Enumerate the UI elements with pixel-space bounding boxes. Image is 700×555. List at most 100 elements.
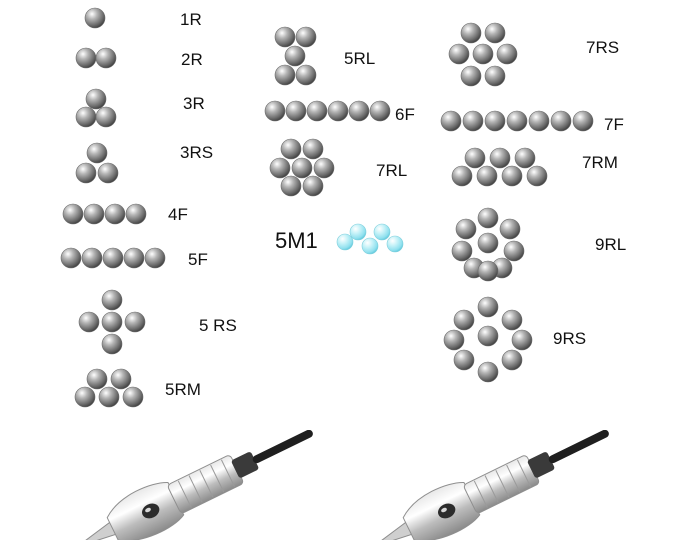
- needle-ball-5rm: [122, 386, 144, 408]
- needle-ball-5rl: [274, 26, 296, 48]
- needle-ball-7f: [572, 110, 594, 132]
- needle-ball-9rl: [477, 207, 499, 229]
- needle-ball-7rl: [280, 138, 302, 160]
- needle-ball-5rs: [101, 289, 123, 311]
- needle-cartridge-left: [76, 430, 313, 540]
- needle-ball-9rs: [501, 349, 523, 371]
- needle-ball-3rs: [75, 162, 97, 184]
- needle-ball-7f: [462, 110, 484, 132]
- label-9rl: 9RL: [595, 235, 627, 254]
- needle-ball-7rs: [460, 65, 482, 87]
- needle-ball-9rs: [501, 309, 523, 331]
- needle-ball-5rl: [274, 64, 296, 86]
- needle-cartridge-right: [372, 430, 609, 540]
- label-9rs: 9RS: [553, 329, 587, 348]
- needle-ball-6f: [369, 100, 391, 122]
- needle-ball-4f: [83, 203, 105, 225]
- needle-ball-9rs: [453, 349, 475, 371]
- needle-ball-7rs: [484, 22, 506, 44]
- needle-ball-5f: [102, 247, 124, 269]
- needle-ball-7rm: [526, 165, 548, 187]
- label-7rl: 7RL: [376, 161, 408, 180]
- needle-ball-6f: [348, 100, 370, 122]
- needle-ball-7rl: [269, 157, 291, 179]
- needle-ball-7rs: [496, 43, 518, 65]
- needle-ball-7rl: [291, 157, 313, 179]
- needle-ball-5rm: [98, 386, 120, 408]
- needle-ball-5f: [81, 247, 103, 269]
- needle-ball-6f: [285, 100, 307, 122]
- needle-ball-7rm: [489, 147, 511, 169]
- needle-ball-9rl: [477, 232, 499, 254]
- label-3rs: 3RS: [180, 143, 214, 162]
- label-3r: 3R: [183, 94, 205, 113]
- needle-ball-7rs: [472, 43, 494, 65]
- needle-ball-5rs: [78, 311, 100, 333]
- needle-ball-7rm: [464, 147, 486, 169]
- needle-ball-5f: [144, 247, 166, 269]
- needle-ball-9rs: [477, 296, 499, 318]
- label-5rl: 5RL: [344, 49, 376, 68]
- needle-ball-3r: [75, 106, 97, 128]
- needle-ball-5rm: [86, 368, 108, 390]
- needle-ball-5m1: [361, 237, 379, 255]
- needle-ball-2r: [95, 47, 117, 69]
- needle-ball-7rs: [448, 43, 470, 65]
- needle-ball-7rm: [514, 147, 536, 169]
- needle-ball-7rl: [302, 138, 324, 160]
- label-7f: 7F: [604, 115, 624, 134]
- label-2r: 2R: [181, 50, 203, 69]
- needle-ball-4f: [104, 203, 126, 225]
- needle-ball-7f: [506, 110, 528, 132]
- needle-ball-7rl: [302, 175, 324, 197]
- needle-ball-7f: [484, 110, 506, 132]
- label-1r: 1R: [180, 10, 202, 29]
- needle-ball-5f: [60, 247, 82, 269]
- needle-ball-2r: [75, 47, 97, 69]
- needle-ball-7rl: [313, 157, 335, 179]
- needle-ball-6f: [264, 100, 286, 122]
- needle-ball-9rs: [443, 329, 465, 351]
- needle-ball-5m1: [349, 223, 367, 241]
- needle-ball-7rm: [451, 165, 473, 187]
- label-7rm: 7RM: [582, 153, 618, 172]
- needle-ball-9rl: [503, 240, 525, 262]
- needle-ball-6f: [327, 100, 349, 122]
- needle-ball-3r: [85, 88, 107, 110]
- needle-ball-7rl: [280, 175, 302, 197]
- needle-ball-9rl: [477, 260, 499, 282]
- needle-ball-7rs: [484, 65, 506, 87]
- needle-ball-5m1: [336, 233, 354, 251]
- label-4f: 4F: [168, 205, 188, 224]
- needle-ball-7rm: [476, 165, 498, 187]
- needle-ball-5rm: [110, 368, 132, 390]
- needle-ball-3r: [95, 106, 117, 128]
- needle-ball-9rl: [499, 218, 521, 240]
- needle-ball-5f: [123, 247, 145, 269]
- needle-ball-5rl: [284, 45, 306, 67]
- needle-ball-4f: [62, 203, 84, 225]
- label-7rs: 7RS: [586, 38, 620, 57]
- needle-ball-5m1: [373, 223, 391, 241]
- needle-ball-9rl: [455, 218, 477, 240]
- needle-ball-7f: [528, 110, 550, 132]
- needle-ball-5m1: [386, 235, 404, 253]
- needle-ball-9rs: [477, 325, 499, 347]
- label-5m1: 5M1: [275, 228, 318, 253]
- needle-ball-9rs: [511, 329, 533, 351]
- needle-ball-3rs: [97, 162, 119, 184]
- needle-ball-7f: [550, 110, 572, 132]
- label-5f: 5F: [188, 250, 208, 269]
- needle-ball-5rs: [101, 333, 123, 355]
- needle-ball-5rl: [295, 26, 317, 48]
- label-5rm: 5RM: [165, 380, 201, 399]
- needle-ball-4f: [125, 203, 147, 225]
- needle-ball-9rl: [451, 240, 473, 262]
- needle-ball-5rs: [124, 311, 146, 333]
- needle-ball-5rl: [295, 64, 317, 86]
- needle-ball-7rm: [501, 165, 523, 187]
- needle-ball-9rs: [477, 361, 499, 383]
- needle-ball-1r: [84, 7, 106, 29]
